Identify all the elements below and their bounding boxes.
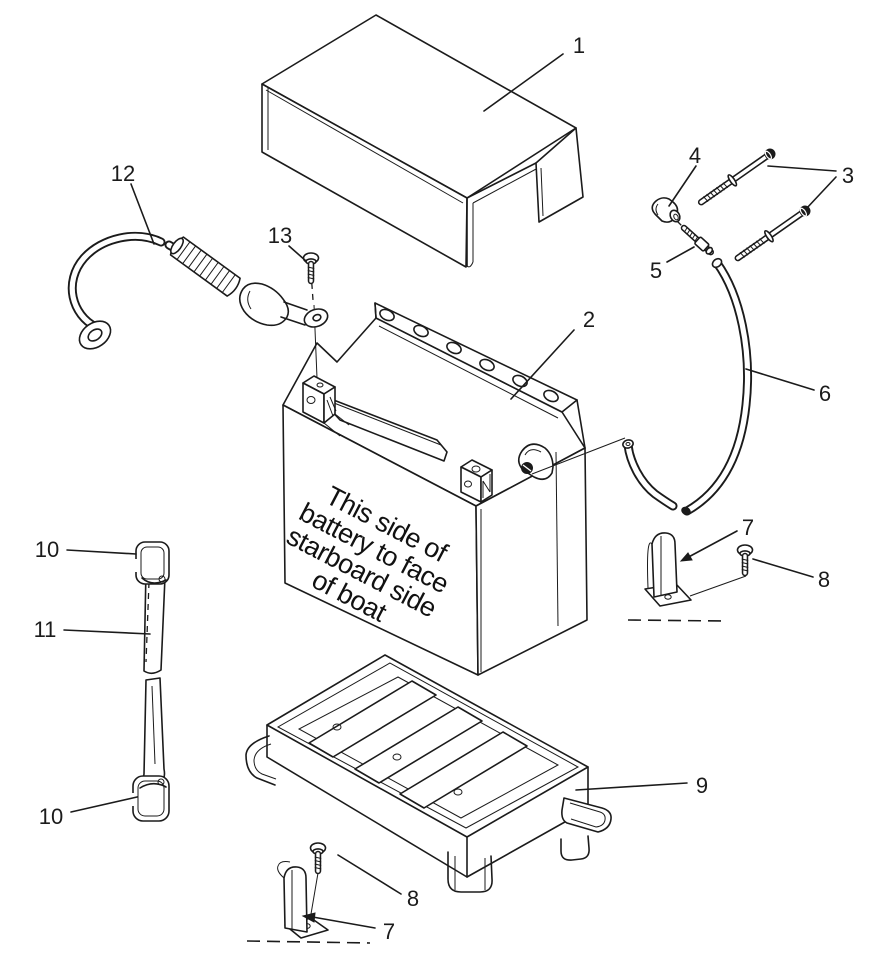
screw-upper-drawing <box>689 545 753 597</box>
terminal-screw-drawing <box>304 253 319 281</box>
callout-13: 13 <box>268 223 307 262</box>
callout-11: 11 <box>34 617 151 642</box>
callout-10-top: 10 <box>35 537 137 562</box>
callout-7-upper: 7 <box>679 515 754 562</box>
strap-hook-bottom-drawing <box>129 775 170 822</box>
callout-5: 5 <box>650 246 695 283</box>
callout-8-upper: 8 <box>752 558 830 592</box>
battery-terminal-left <box>302 375 350 437</box>
battery-tray-drawing <box>245 654 612 893</box>
callout-10-top-label: 10 <box>35 537 59 562</box>
terminal-cap-drawing <box>651 197 684 228</box>
battery-cover-drawing <box>261 14 584 268</box>
callout-7-upper-label: 7 <box>742 515 754 540</box>
callout-2-label: 2 <box>583 307 595 332</box>
callout-6: 6 <box>745 368 831 406</box>
callout-6-label: 6 <box>819 381 831 406</box>
cable-eyelet <box>303 308 329 328</box>
bracket-upper-drawing <box>627 532 725 622</box>
mounting-bolt-upper <box>697 148 776 206</box>
cable-terminal-cover <box>238 282 290 327</box>
terminal-stud-drawing <box>680 224 715 256</box>
callout-7-lower: 7 <box>301 912 395 944</box>
callout-13-label: 13 <box>268 223 292 248</box>
cable-corrugated-boot <box>169 236 241 297</box>
battery-vent-boss <box>517 443 554 481</box>
callout-8-upper-label: 8 <box>818 567 830 592</box>
callout-12: 12 <box>111 161 155 245</box>
callout-10-bottom: 10 <box>39 796 138 829</box>
battery-drawing: This side of battery to face starboard s… <box>282 271 626 676</box>
bracket-lower-drawing <box>246 861 371 944</box>
screw-lower-drawing <box>311 843 326 915</box>
callout-9-label: 9 <box>696 773 708 798</box>
callout-11-label: 11 <box>34 617 57 642</box>
strap-hook-top-drawing <box>132 541 170 585</box>
battery-terminal-right <box>460 459 493 503</box>
callout-9: 9 <box>575 773 708 798</box>
callout-4-label: 4 <box>689 143 701 168</box>
callout-5-label: 5 <box>650 258 662 283</box>
callout-2: 2 <box>510 307 595 400</box>
callout-7-lower-label: 7 <box>383 919 395 944</box>
callout-1-label: 1 <box>573 33 585 58</box>
battery-cable-drawing <box>67 231 329 350</box>
callout-10-bottom-label: 10 <box>39 804 63 829</box>
callout-3-label: 3 <box>842 163 854 188</box>
mounting-bolt-lower <box>734 205 811 262</box>
callout-8-lower-label: 8 <box>407 886 419 911</box>
callout-8-lower: 8 <box>337 854 419 911</box>
cable-ring-terminal <box>78 320 112 350</box>
callout-3: 3 <box>767 163 854 210</box>
vent-hose-drawing <box>622 257 753 516</box>
callouts: 1 2 3 4 5 6 7 8 <box>34 33 855 944</box>
hold-down-strap-drawing <box>129 541 170 822</box>
callout-4: 4 <box>668 143 701 207</box>
callout-12-label: 12 <box>111 161 135 186</box>
callout-1: 1 <box>483 33 585 112</box>
